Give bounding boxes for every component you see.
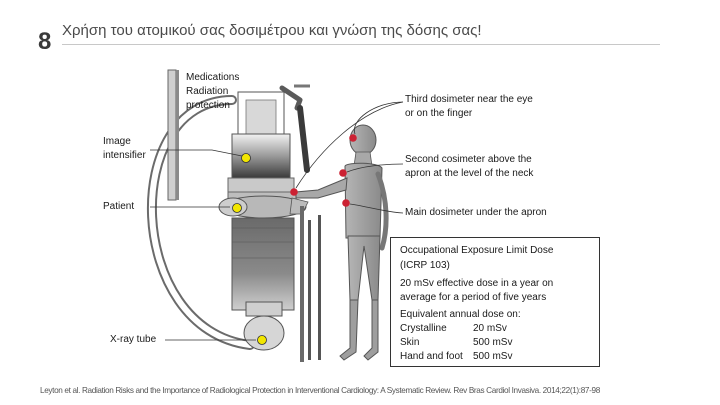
slide-number: 8 bbox=[38, 28, 52, 55]
shield-panel bbox=[167, 69, 177, 201]
label-patient: Patient bbox=[103, 201, 135, 212]
citation: Leyton et al. Radiation Risks and the Im… bbox=[40, 386, 600, 395]
label-third-dosimeter-2: or on the finger bbox=[405, 108, 473, 119]
callout-third-dosimeter bbox=[354, 101, 404, 135]
box-row-dose: 500 mSv bbox=[473, 351, 513, 362]
label-intensifier: intensifier bbox=[103, 150, 146, 161]
title-divider bbox=[62, 44, 660, 45]
box-title: Occupational Exposure Limit Dose bbox=[400, 245, 554, 256]
box-row-organ: Hand and foot bbox=[400, 351, 463, 362]
dosimeter-finger bbox=[290, 188, 298, 196]
slide-title: Χρήση του ατομικού σας δοσιμέτρου και γν… bbox=[62, 22, 482, 39]
operator-figure bbox=[295, 124, 389, 361]
dosimeter-neck bbox=[339, 169, 347, 177]
callout-second-dosimeter bbox=[346, 163, 404, 173]
box-equiv-heading: Equivalent annual dose on: bbox=[400, 309, 521, 320]
box-effective-line1: 20 mSv effective dose in a year on bbox=[400, 278, 554, 289]
table-column bbox=[231, 217, 295, 311]
label-second-dosimeter-1: Second cosimeter above the bbox=[405, 154, 532, 165]
callout-image-intensifier bbox=[150, 149, 243, 157]
dosimeter-eye bbox=[349, 134, 357, 142]
label-second-dosimeter-2: apron at the level of the neck bbox=[405, 168, 534, 179]
exposure-limit-box: Occupational Exposure Limit Dose (ICRP 1… bbox=[390, 237, 600, 367]
box-row-dose: 500 mSv bbox=[473, 337, 513, 348]
label-xray-tube: X-ray tube bbox=[110, 334, 157, 345]
box-row-dose: 20 mSv bbox=[473, 323, 507, 334]
box-effective-line2: average for a period of five years bbox=[400, 292, 547, 303]
label-third-dosimeter-1: Third dosimeter near the eye bbox=[405, 94, 533, 105]
label-medications: Medications bbox=[186, 72, 240, 83]
box-row-organ: Crystalline bbox=[400, 323, 447, 334]
label-protection: protection bbox=[186, 100, 230, 111]
dosimeter-apron bbox=[342, 199, 350, 207]
label-main-dosimeter: Main dosimeter under the apron bbox=[405, 207, 547, 218]
box-subtitle: (ICRP 103) bbox=[400, 260, 450, 271]
suspension-boom bbox=[297, 105, 310, 173]
box-row-organ: Skin bbox=[400, 337, 420, 348]
label-image: Image bbox=[103, 136, 131, 147]
xray-tube bbox=[243, 315, 285, 351]
callout-main-dosimeter bbox=[349, 203, 404, 214]
label-radiation: Radiation bbox=[186, 86, 229, 97]
